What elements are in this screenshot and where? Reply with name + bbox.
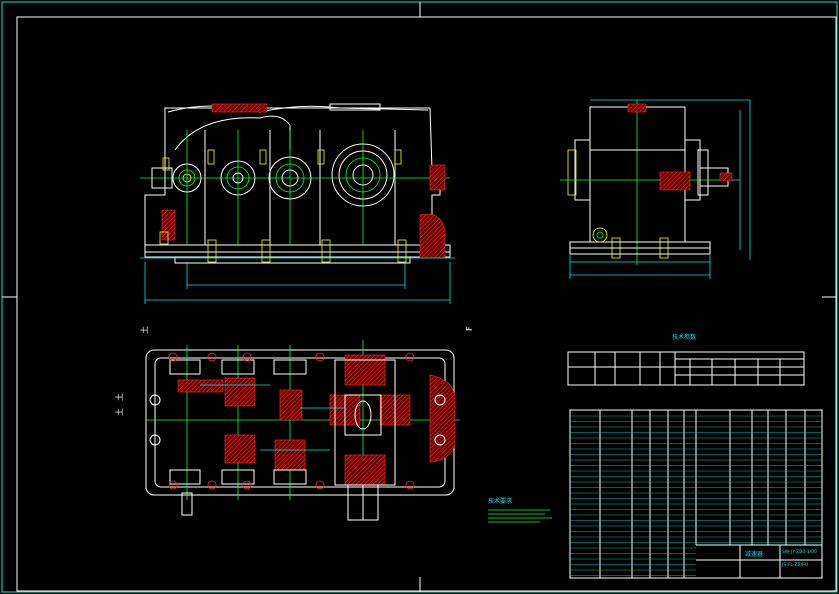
section-marker-top: 土 <box>139 326 149 334</box>
section-marker-mid-a: 土 <box>114 393 124 401</box>
side-view <box>560 99 751 279</box>
tech-notes-title: 技术要求 <box>488 497 512 505</box>
top-view <box>145 340 460 521</box>
front-bolts <box>159 149 407 263</box>
tech-notes: 技术要求 <box>488 497 552 523</box>
parts-list: 减速器 SW-JY-ZB0-1/00 JS-FL-ZB0-0 <box>569 409 823 579</box>
section-markers: 土 土 土 F <box>114 326 474 416</box>
front-view <box>140 103 455 304</box>
drawing-code-2: JS-FL-ZB0-0 <box>781 562 808 568</box>
drawing-code-1: SW-JY-ZB0-1/00 <box>782 549 817 555</box>
tech-parameter-table: 技术参数 <box>567 333 805 386</box>
parts-list-rows <box>570 415 822 576</box>
section-marker-mid-b: 土 <box>114 408 124 416</box>
section-marker-f: F <box>465 326 474 331</box>
drawing-name: 减速器 <box>745 550 763 558</box>
tech-table-title: 技术参数 <box>672 333 696 341</box>
